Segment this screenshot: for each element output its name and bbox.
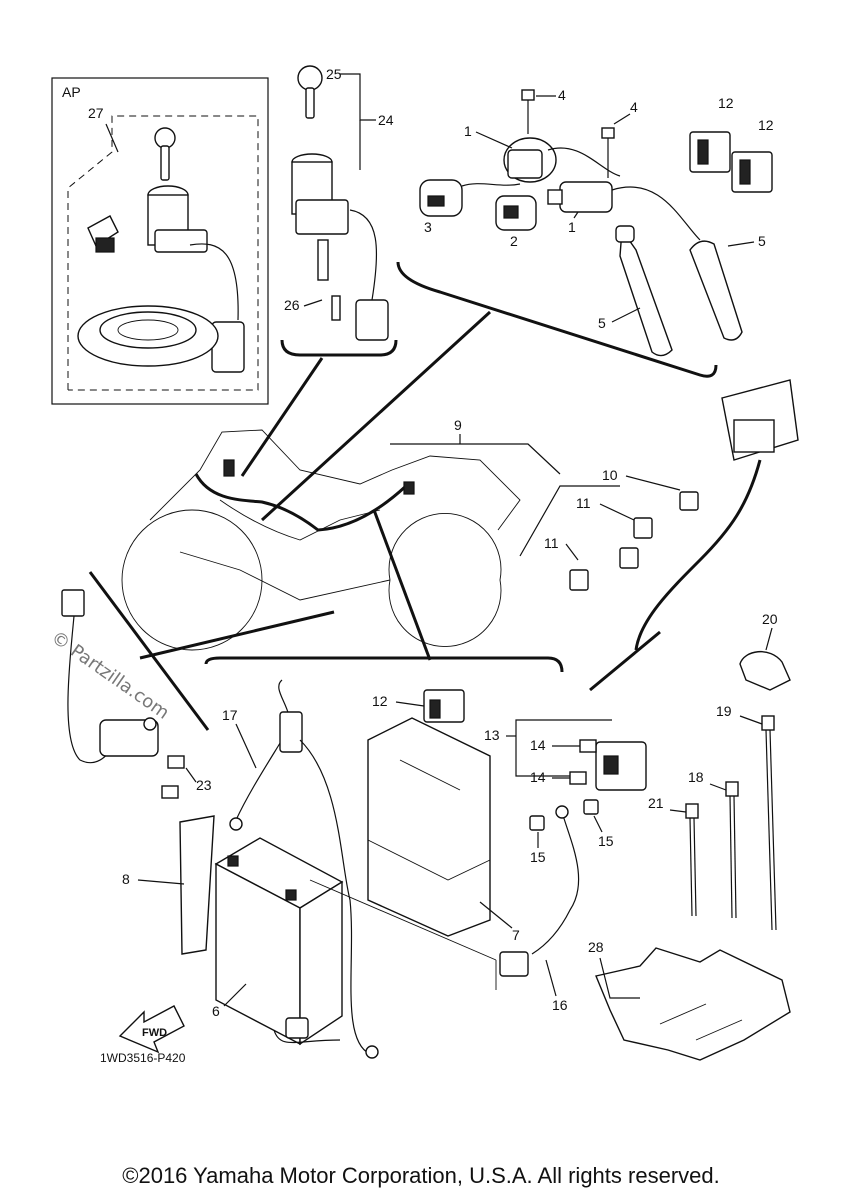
battery-tray-28[interactable]: [595, 947, 791, 1061]
main-switch-ap[interactable]: [147, 185, 245, 373]
ap-kit-panel: AP 27: [51, 77, 269, 405]
lock-cylinder-ap[interactable]: [87, 215, 119, 253]
callout-6: 6: [212, 1003, 220, 1019]
relay-12a[interactable]: [689, 131, 731, 173]
bolt-23b[interactable]: [161, 785, 179, 799]
cable-5b[interactable]: [689, 240, 743, 341]
callout-27: 27: [88, 105, 104, 121]
callout-5b: 5: [598, 315, 606, 331]
cable-battery-bottom[interactable]: [273, 1017, 379, 1059]
callout-4b: 4: [630, 99, 638, 115]
kit-label: AP: [62, 84, 81, 100]
callout-28: 28: [588, 939, 604, 955]
callout-13: 13: [484, 727, 500, 743]
cable-tie-18[interactable]: [725, 781, 739, 919]
callout-10: 10: [602, 467, 618, 483]
connector-11a[interactable]: [633, 517, 653, 539]
battery-6[interactable]: [214, 837, 344, 1046]
callout-5a: 5: [758, 233, 766, 249]
relay-1b[interactable]: [547, 181, 701, 241]
callout-12b: 12: [758, 117, 774, 133]
sensor-bottom-left[interactable]: [61, 589, 159, 764]
relay-12c[interactable]: [423, 689, 465, 723]
cable-5a[interactable]: [615, 225, 673, 357]
fwd-arrow: FWD: [118, 1005, 185, 1054]
relay-1a[interactable]: [503, 137, 621, 183]
callout-21: 21: [648, 795, 664, 811]
callout-12a: 12: [718, 95, 734, 111]
main-switch-24[interactable]: [291, 65, 389, 341]
callout-8: 8: [122, 871, 130, 887]
drawing-code: 1WD3516-P420: [100, 1051, 186, 1065]
callout-4a: 4: [558, 87, 566, 103]
callout-7: 7: [512, 927, 520, 943]
connector-3[interactable]: [419, 179, 521, 217]
callout-9: 9: [454, 417, 462, 433]
callout-25: 25: [326, 66, 342, 82]
bolt-23a[interactable]: [167, 755, 185, 769]
connector-11b[interactable]: [569, 569, 589, 591]
bolt-15b[interactable]: [583, 799, 599, 815]
fuse-14b[interactable]: [569, 771, 587, 785]
relay-12b[interactable]: [731, 151, 773, 193]
bolt-15a[interactable]: [529, 815, 545, 831]
callout-14a: 14: [530, 737, 546, 753]
cable-tie-19[interactable]: [761, 715, 777, 931]
callout-16: 16: [552, 997, 568, 1013]
fuse-14a[interactable]: [579, 739, 597, 753]
callout-1b: 1: [568, 219, 576, 235]
callout-18: 18: [688, 769, 704, 785]
callout-19: 19: [716, 703, 732, 719]
battery-cover-7[interactable]: [367, 717, 491, 937]
bolt-4b[interactable]: [601, 127, 615, 178]
wire-harness-9[interactable]: [589, 379, 799, 692]
relay-2[interactable]: [495, 195, 537, 231]
callout-1a: 1: [464, 123, 472, 139]
cable-tie-21[interactable]: [685, 803, 699, 917]
callout-26: 26: [284, 297, 300, 313]
callout-20: 20: [762, 611, 778, 627]
cable-17[interactable]: [229, 679, 303, 831]
relay-group-top: 4 4 1 1 3 2: [396, 87, 774, 378]
callout-15a: 15: [530, 849, 546, 865]
callout-12c: 12: [372, 693, 388, 709]
fwd-label: FWD: [142, 1027, 167, 1039]
watermark: © Partzilla.com: [47, 627, 173, 724]
callout-17: 17: [222, 707, 238, 723]
connector-11c[interactable]: [619, 547, 639, 569]
key-27[interactable]: [154, 127, 176, 181]
callout-11b: 11: [544, 535, 559, 551]
callout-15b: 15: [598, 833, 614, 849]
fuse-box-13[interactable]: [595, 741, 647, 791]
cable-16[interactable]: [499, 805, 580, 977]
bolt-4a[interactable]: [521, 89, 535, 134]
copyright-notice: ©2016 Yamaha Motor Corporation, U.S.A. A…: [122, 1163, 720, 1188]
wire-harness[interactable]: [194, 459, 415, 532]
battery-strap-8[interactable]: [179, 815, 215, 955]
callout-23: 23: [196, 777, 212, 793]
callout-3: 3: [424, 219, 432, 235]
motorcycle-outline: [121, 429, 521, 651]
clamp-20[interactable]: [739, 651, 791, 691]
fuel-cap-ap[interactable]: [77, 305, 219, 367]
callout-2: 2: [510, 233, 518, 249]
callout-14b: 14: [530, 769, 546, 785]
callout-24: 24: [378, 112, 394, 128]
connector-10[interactable]: [679, 491, 699, 511]
callout-11a: 11: [576, 495, 591, 511]
